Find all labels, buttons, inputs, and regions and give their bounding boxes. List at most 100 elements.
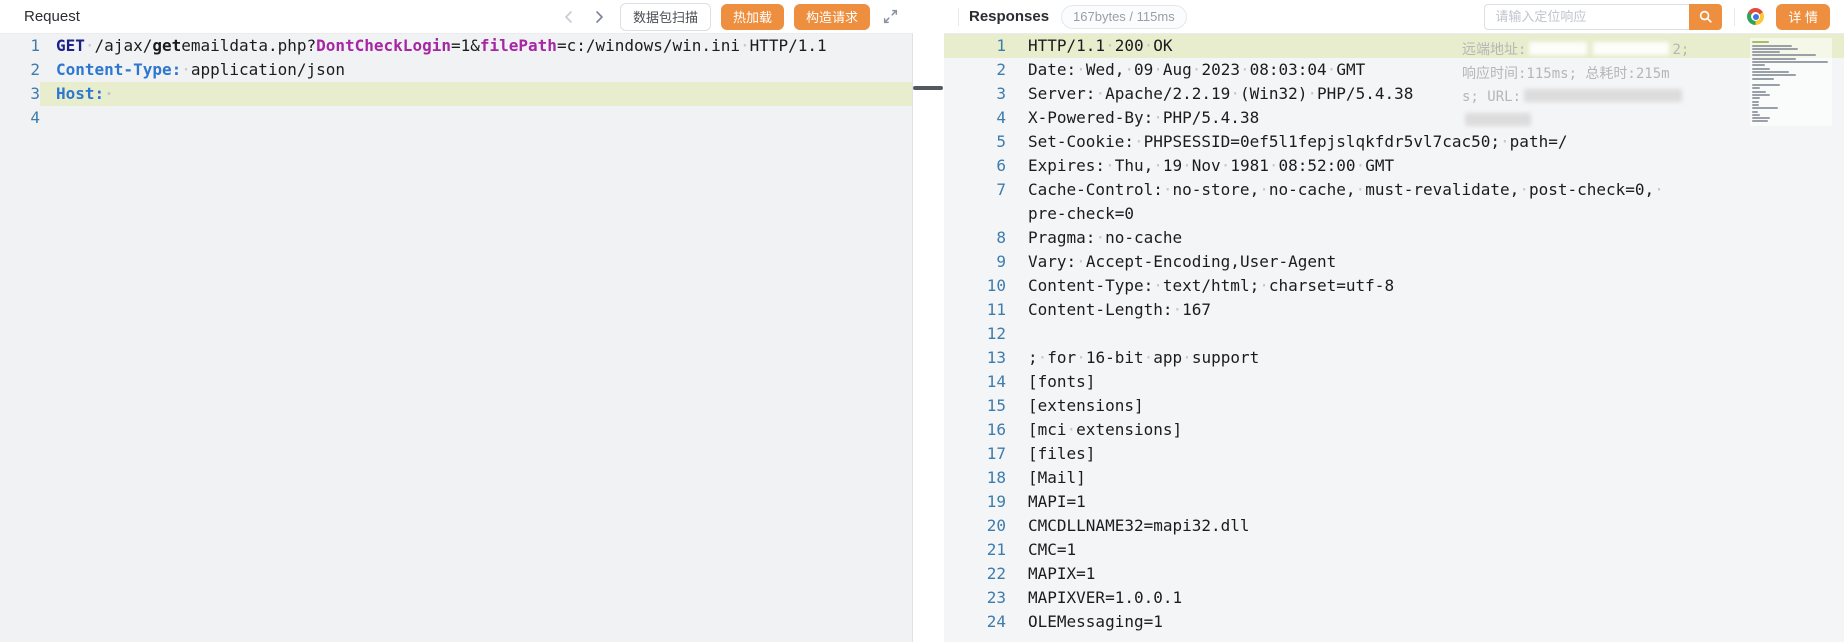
header-divider [1734,7,1736,26]
minimap-line [1752,113,1760,116]
code-text: MAPIX=1 [1028,564,1096,583]
redacted-text [1524,89,1683,102]
meta-line: s; URL: [1462,86,1772,110]
chrome-icon[interactable] [1747,8,1765,25]
line-number: 1 [30,36,40,55]
code-row[interactable]: 22 MAPIX=1 [944,562,1844,586]
code-text: OLEMessaging=1 [1028,612,1163,631]
line-number: 5 [996,132,1006,151]
search-button[interactable] [1689,3,1723,30]
line-number: 3 [996,84,1006,103]
response-header: Responses 167bytes / 115ms 详 情 [944,0,1844,34]
code-text: Content-Type:·text/html;·charset=utf-8 [1028,276,1395,295]
line-number: 14 [986,372,1006,391]
code-row[interactable]: 17 [files] [944,442,1844,466]
line-number: 19 [986,492,1006,511]
code-text: CMCDLLNAME32=mapi32.dll [1028,516,1250,535]
code-text: GET·/ajax/getemaildata.php?DontCheckLogi… [56,36,827,55]
minimap-line [1752,54,1816,57]
build-request-button[interactable]: 构造请求 [793,3,870,30]
code-row[interactable]: 4 [0,106,912,130]
minimap-line [1752,57,1796,60]
response-size-time-badge: 167bytes / 115ms [1061,4,1187,29]
code-minimap[interactable] [1750,38,1832,126]
code-row[interactable]: 15 [extensions] [944,394,1844,418]
line-number: 10 [986,276,1006,295]
chevron-left-icon[interactable] [558,6,580,28]
code-row[interactable]: 18 [Mail] [944,466,1844,490]
code-row[interactable]: pre-check=0 [944,202,1844,226]
detail-button[interactable]: 详 情 [1776,3,1830,30]
code-text: Vary:·Accept-Encoding,User-Agent [1028,252,1337,271]
code-row[interactable]: 12 [944,322,1844,346]
line-number: 4 [996,108,1006,127]
line-number: 18 [986,468,1006,487]
code-row[interactable]: 13;·for·16-bit·app·support [944,346,1844,370]
code-row[interactable]: 16[mci·extensions] [944,418,1844,442]
code-text: [extensions] [1028,396,1144,415]
minimap-line [1752,87,1760,90]
minimap-line [1752,97,1760,100]
expand-icon[interactable] [882,8,899,25]
request-header: Request 数据包扫描 热加载 构造请求 [0,0,913,34]
redacted-text [1465,112,1531,126]
redacted-text [1529,42,1588,55]
panel-resize-handle[interactable] [913,86,943,90]
line-number: 15 [986,396,1006,415]
minimap-line [1752,107,1778,110]
request-editor[interactable]: 1 GET·/ajax/getemaildata.php?DontCheckLog… [0,34,913,642]
line-number: 23 [986,588,1006,607]
line-number: 8 [996,228,1006,247]
request-panel: Request 数据包扫描 热加载 构造请求 1 GET·/ajax/getema… [0,0,913,642]
minimap-line [1752,70,1789,73]
minimap-line [1752,103,1759,106]
packet-scan-button[interactable]: 数据包扫描 [619,2,711,31]
code-row[interactable]: 9 Vary:·Accept-Encoding,User-Agent [944,250,1844,274]
code-row[interactable]: 10 Content-Type:·text/html;·charset=utf-8 [944,274,1844,298]
minimap-line [1752,84,1780,87]
line-number: 13 [986,348,1006,367]
code-text: Content-Type:·application/json [56,60,345,79]
code-row[interactable]: 1 GET·/ajax/getemaildata.php?DontCheckLog… [0,34,912,58]
line-number: 21 [986,540,1006,559]
redacted-text [1593,42,1670,55]
line-number: 12 [986,324,1006,343]
code-text: Cache-Control:·no-store,·no-cache,·must-… [1028,180,1664,199]
minimap-line [1752,90,1766,93]
code-text: [Mail] [1028,468,1086,487]
line-number: 4 [30,108,40,127]
minimap-line [1752,77,1774,80]
line-number: 17 [986,444,1006,463]
hot-reload-button[interactable]: 热加载 [720,3,784,30]
code-text: [files] [1028,444,1096,463]
line-number: 6 [996,156,1006,175]
code-text: HTTP/1.1·200·OK [1028,36,1173,55]
line-number: 22 [986,564,1006,583]
search-input[interactable] [1484,3,1690,30]
chevron-right-icon[interactable] [588,6,610,28]
minimap-line [1752,74,1796,77]
minimap-line [1752,120,1768,123]
code-text: [fonts] [1028,372,1096,391]
line-number: 9 [996,252,1006,271]
code-row[interactable]: 14 [fonts] [944,370,1844,394]
